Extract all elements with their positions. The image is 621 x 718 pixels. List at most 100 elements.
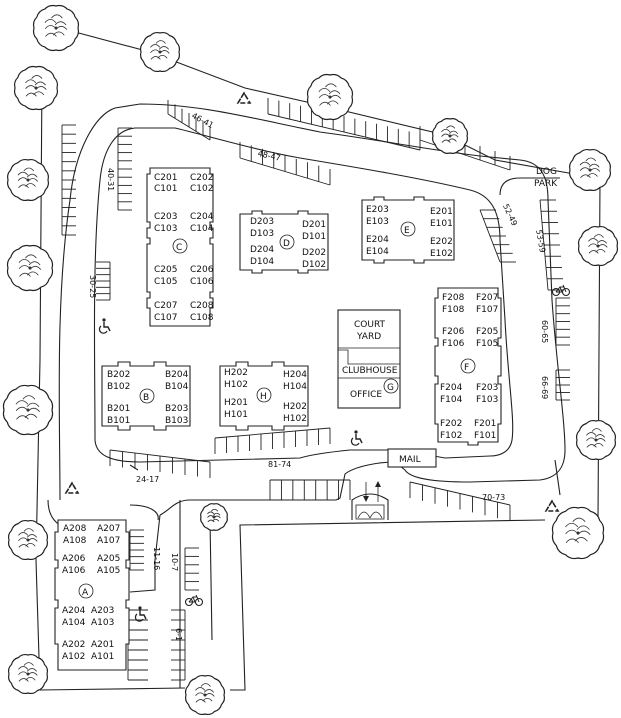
building-b-letter: B [143,393,149,403]
recycle-icon [236,91,252,104]
unit-label: F106 [442,339,465,349]
unit-label: A208 [63,524,87,534]
unit-label: A203 [91,606,114,616]
clubhouse-complex[interactable]: COURT YARD CLUBHOUSE G OFFICE [337,309,401,409]
tree-icon [6,158,50,202]
bicycle-icon [551,284,571,297]
parking-label-30-25: 30-25 [88,275,97,298]
unit-label: H102 [283,414,307,424]
parking-label-11-16: 11-16 [152,547,161,570]
unit-label: F207 [476,293,498,303]
parking-labels: 46-41 48-47 40-31 30-25 52-49 53-59 60-6… [88,111,549,641]
entry-gate [351,481,389,520]
gate-arrow-icon [375,481,381,487]
building-e-letter: E [404,226,410,236]
bicycle-icons [184,284,571,607]
unit-label: C108 [190,313,214,323]
parking-label-53-59: 53-59 [534,229,547,253]
unit-label: F201 [474,419,496,429]
unit-label: A205 [97,554,120,564]
mail-label: MAIL [399,455,421,465]
parking-label-40-31: 40-31 [106,168,115,191]
unit-label: F202 [440,419,462,429]
unit-label: F205 [476,327,498,337]
unit-label: H204 [283,370,307,380]
parking-label-48-47: 48-47 [257,149,282,163]
unit-label: E103 [366,217,389,227]
unit-label: D204 [250,245,274,255]
unit-label: A107 [97,536,120,546]
unit-label: D101 [302,232,326,242]
unit-label: B101 [107,416,130,426]
accessible-icon [350,430,363,446]
building-c[interactable]: C C201 C202 C101 C102 C203 C204 C103 C10… [146,167,214,327]
unit-label: C206 [190,265,214,275]
building-h[interactable]: H H202 H204 H102 H104 H201 H202 H101 H10… [219,361,309,431]
dog-park-label-1: DOG [536,167,557,177]
bicycle-icon [184,594,204,607]
accessible-icon [98,318,111,334]
unit-label: A201 [91,640,114,650]
building-f-letter: F [464,363,469,373]
building-h-letter: H [260,392,267,402]
court-yard-label-2: YARD [356,332,381,342]
unit-label: A108 [63,536,87,546]
tree-icon [7,519,49,561]
unit-label: F204 [440,383,463,393]
unit-label: F208 [442,293,465,303]
unit-label: F105 [476,339,498,349]
unit-label: A102 [62,652,85,662]
building-a-letter: A [82,588,89,598]
unit-label: H202 [283,402,307,412]
building-d[interactable]: D D203 D201 D103 D101 D204 D202 D104 D10… [239,210,329,274]
tree-icon [6,244,54,292]
unit-label: C208 [190,301,214,311]
clubhouse-label: CLUBHOUSE [342,366,398,376]
tree-icon [575,419,617,461]
unit-label: C203 [154,212,177,222]
unit-label: C103 [154,224,177,234]
unit-label: D201 [302,220,326,230]
unit-label: F103 [476,395,498,405]
unit-label: E203 [366,205,389,215]
tree-icon [2,384,54,436]
parking-label-52-49: 52-49 [501,203,519,228]
parking-label-60-65: 60-65 [540,320,549,343]
unit-label: B203 [165,404,188,414]
unit-label: C201 [154,173,177,183]
unit-label: H104 [283,382,307,392]
parking-label-70-73: 70-73 [482,493,505,502]
clubhouse-letter: G [387,383,394,393]
office-label: OFFICE [350,390,382,400]
unit-label: E102 [430,249,453,259]
unit-label: C205 [154,265,177,275]
parking-label-6-1: 6-1 [174,628,183,641]
building-f[interactable]: F F208 F207 F108 F107 F206 F205 F106 F10… [434,287,502,446]
unit-label: B202 [107,370,130,380]
unit-label: C107 [154,313,177,323]
unit-label: C102 [190,184,213,194]
tree-icon [139,31,181,73]
unit-label: A206 [62,554,86,564]
parking-label-66-69: 66-69 [540,376,549,399]
building-b[interactable]: B B202 B204 B102 B104 B201 B203 B101 B10… [101,361,191,431]
dog-park-label-2: PARK [534,179,558,189]
parking-label-81-74: 81-74 [268,460,291,469]
unit-label: F206 [442,327,465,337]
unit-label: E201 [430,207,453,217]
mailroom[interactable]: MAIL [387,448,437,468]
unit-label: C207 [154,301,177,311]
unit-label: D102 [302,260,326,270]
parking-label-10-7: 10-7 [170,553,179,571]
unit-label: A202 [62,640,85,650]
unit-label: F107 [476,305,498,315]
tree-icon [32,4,80,52]
unit-label: C101 [154,184,177,194]
unit-label: C202 [190,173,213,183]
unit-label: D202 [302,248,326,258]
building-a[interactable]: A A208 A207 A108 A107 A206 A205 A106 A10… [54,519,130,671]
court-yard-label-1: COURT [354,320,386,330]
unit-label: H102 [224,380,248,390]
building-e[interactable]: E E203 E201 E103 E101 E204 E202 E104 E10… [361,196,455,264]
